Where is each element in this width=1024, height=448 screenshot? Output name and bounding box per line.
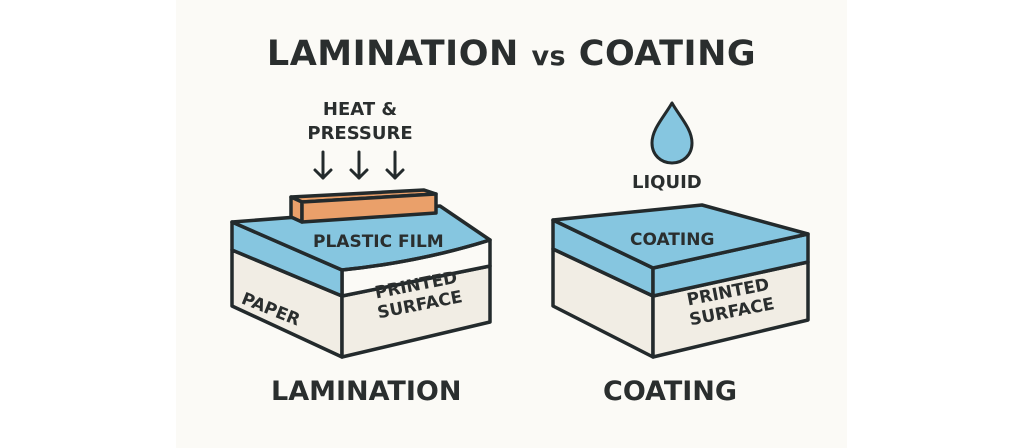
- lamination-stack: [230, 204, 492, 359]
- coat-layer-top: [551, 203, 810, 270]
- arrow-down-icon: [349, 150, 369, 180]
- heat-pressure-label: HEAT & PRESSURE: [290, 98, 430, 146]
- coating-stack: [551, 203, 810, 359]
- title-vs: vs: [531, 41, 567, 72]
- title-right: COATING: [578, 34, 757, 74]
- page-title: LAMINATION vs COATING: [176, 34, 847, 74]
- plastic-film-label: PLASTIC FILM: [313, 232, 444, 252]
- heat-pressure-line2: PRESSURE: [307, 123, 413, 144]
- heat-pressure-line1: HEAT &: [322, 99, 398, 120]
- pressure-arrows: [313, 150, 405, 180]
- coating-caption: COATING: [603, 376, 738, 407]
- title-left: LAMINATION: [266, 34, 519, 74]
- liquid-label: LIQUID: [632, 172, 702, 193]
- arrow-down-icon: [313, 150, 333, 180]
- droplet-icon: [650, 101, 694, 165]
- pressure-block: [289, 188, 438, 224]
- lamination-caption: LAMINATION: [271, 376, 462, 407]
- arrow-down-icon: [385, 150, 405, 180]
- coating-layer-label: COATING: [630, 230, 715, 250]
- block-front: [300, 192, 438, 224]
